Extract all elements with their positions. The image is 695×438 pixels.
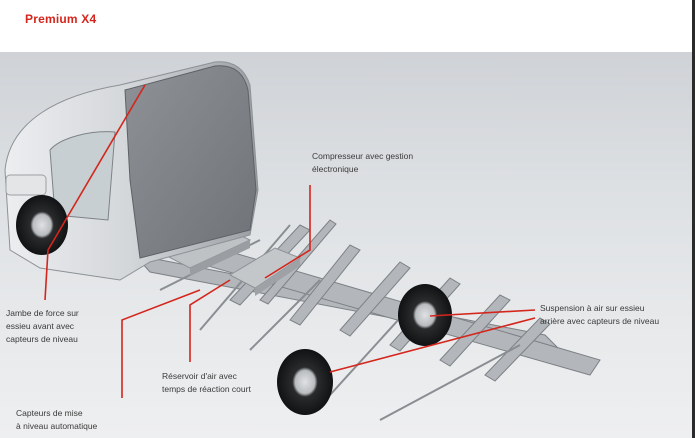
header-bar: Premium X4 [0, 0, 695, 52]
leader-lines [44, 84, 536, 398]
label-suspension: Suspension à air sur essieu arrière avec… [540, 303, 660, 326]
front-wheel [16, 195, 68, 255]
leader-line-suspension [429, 309, 536, 317]
rear-wheel-right [398, 284, 452, 346]
label-sensors: Capteurs de mise à niveau automatique [16, 408, 98, 431]
leader-line-reservoir [189, 279, 231, 362]
rear-wheel-left [277, 349, 333, 415]
vehicle-illustration [4, 61, 601, 421]
frame-edge [692, 0, 695, 438]
label-strut: Jambe de force sur essieu avant avec cap… [6, 308, 79, 344]
leader-line-compressor [264, 185, 311, 279]
diagram-stage [0, 52, 695, 438]
label-reservoir: Réservoir d'air avec temps de réaction c… [162, 371, 251, 394]
compressor-unit [228, 247, 302, 296]
label-compressor: Compresseur avec gestion électronique [312, 151, 414, 174]
leader-line-strut [44, 84, 146, 301]
leader-line-suspension-2 [329, 317, 536, 373]
cab [4, 61, 259, 281]
leader-line-sensors [121, 289, 201, 398]
page-title: Premium X4 [25, 12, 97, 26]
